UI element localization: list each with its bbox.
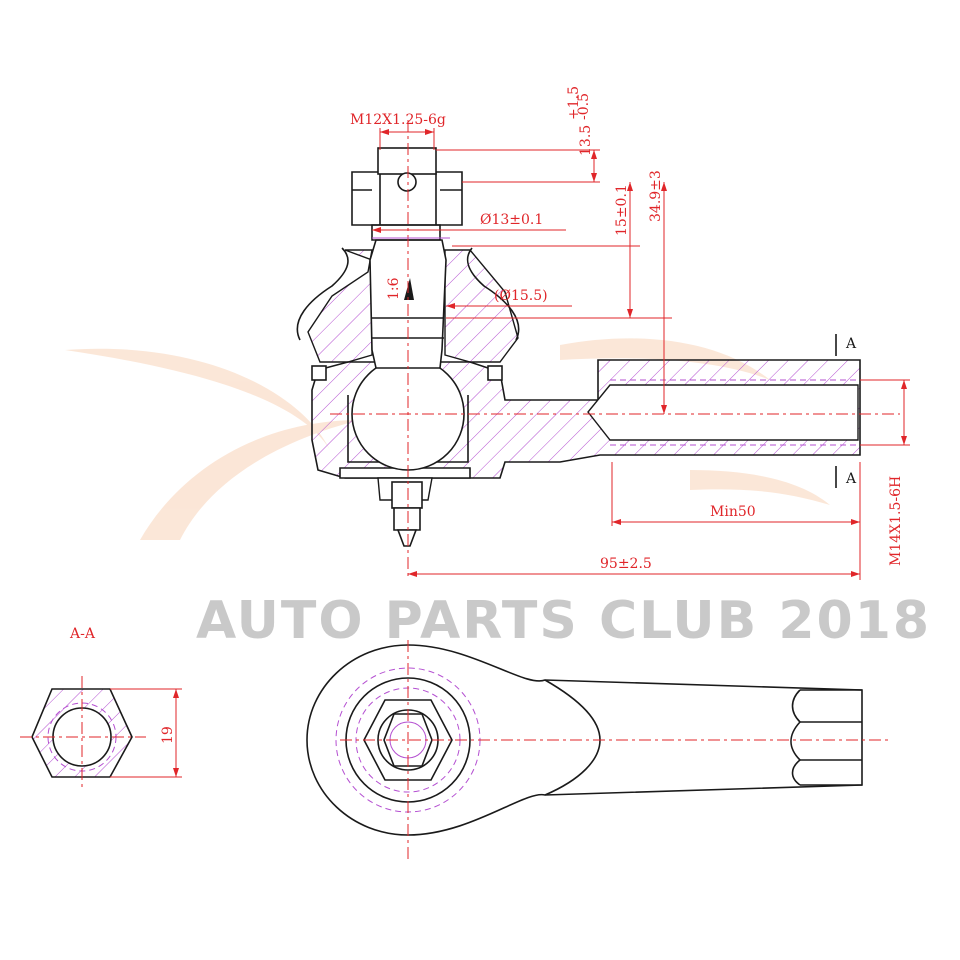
stud-thread-dimension: M12X1.25-6g [350, 112, 446, 128]
svg-text:+1.5: +1.5 [566, 86, 582, 120]
taper-length-dimension: 15±0.1 [614, 184, 630, 236]
section-a-a-label: A-A [69, 626, 96, 642]
side-section-view: M12X1.25-6g Ø13±0.1 1:6 (Ø15.5) 13.5 +1.… [296, 86, 910, 580]
svg-text:-0.5: -0.5 [576, 93, 592, 120]
hex-width-dimension: 19 [160, 726, 176, 744]
stud-height-dimension: 34.9±3 [648, 170, 664, 222]
inner-thread-dimension: M14X1.5-6H [888, 476, 904, 566]
overall-length-dimension: 95±2.5 [600, 556, 652, 572]
taper-ratio-label: 1:6 [386, 277, 402, 300]
section-mark-top: A [845, 336, 857, 352]
shank-diameter-dimension: Ø13±0.1 [480, 212, 543, 228]
plan-view [306, 640, 890, 860]
svg-text:13.5: 13.5 [578, 125, 594, 156]
taper-diameter-dimension: (Ø15.5) [494, 288, 548, 304]
watermark-text: AUTO PARTS CLUB 2018 [196, 591, 931, 651]
section-mark-bottom: A [845, 471, 857, 487]
min-thread-depth-dimension: Min50 [710, 504, 756, 520]
thread-length-dimension: 13.5 +1.5 -0.5 [566, 86, 594, 156]
section-a-a-view: A-A 19 [20, 626, 182, 790]
threaded-bore [587, 384, 859, 441]
